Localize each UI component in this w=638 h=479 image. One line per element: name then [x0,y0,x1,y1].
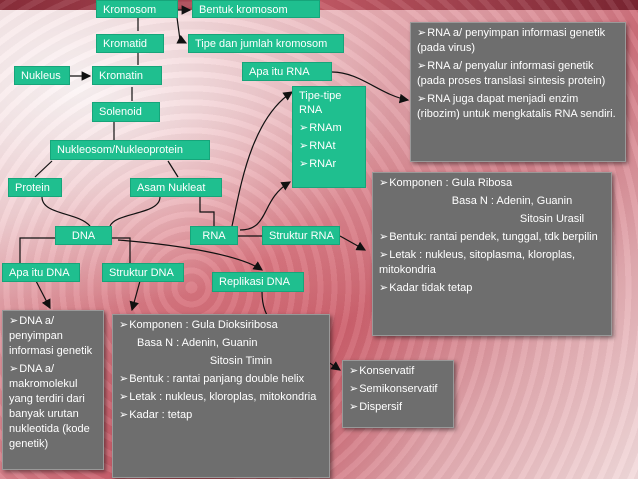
node-nukleosom[interactable]: Nukleosom/Nukleoprotein [50,140,210,160]
edge-nukleosom-protein [34,160,53,178]
edge-asam-dna [109,196,161,227]
replikasi-item: Konservatif [349,364,447,379]
edge-rna-apa [231,91,293,227]
tipe-rna-item: RNAr [299,157,359,171]
panel-replikasi-info: Konservatif Semikonservatif Dispersif [342,360,454,428]
edge-dna-replikasi [117,239,263,271]
tipe-rna-item: RNAt [299,139,359,153]
node-asam-nukleat[interactable]: Asam Nukleat [130,178,222,197]
node-struktur-rna[interactable]: Struktur RNA [262,226,340,245]
dna-info-item: DNA a/ makromolekul yang terdiri dari ba… [9,362,97,452]
struktur-rna-bentuk: Bentuk: rantai pendek, tunggal, tdk berp… [379,230,605,245]
edge-struktur-dna-info [129,280,141,312]
edge-rna-tipe [239,181,292,231]
struktur-rna-basa: Basa N : Adenin, Guanin [451,195,573,207]
edge-dna-apa [19,237,55,263]
edge-apa-dna-info [35,280,51,310]
node-nukleus[interactable]: Nukleus [14,66,70,85]
rna-info-item: RNA juga dapat menjadi enzim (ribozim) u… [417,92,619,122]
edge-struktur-rna-info [339,235,367,251]
node-protein[interactable]: Protein [8,178,62,197]
struktur-dna-bentuk: Bentuk : rantai panjang double helix [119,372,323,387]
edge-dna-struktur [112,237,131,263]
node-apa-itu-rna[interactable]: Apa itu RNA [242,62,332,81]
node-dna[interactable]: DNA [55,226,112,245]
node-kromosom[interactable]: Kromosom [96,0,178,18]
node-kromatin[interactable]: Kromatin [92,66,162,85]
tipe-rna-title: Tipe-tipe RNA [299,90,342,116]
struktur-dna-basa2: Sitosin Timin [209,355,273,367]
struktur-dna-kadar: Kadar : tetap [119,408,323,423]
panel-rna-info: RNA a/ penyimpan informasi genetik (pada… [410,22,626,162]
struktur-rna-kadar: Kadar tidak tetap [379,281,605,296]
node-tipe-tipe-rna[interactable]: Tipe-tipe RNA RNAm RNAt RNAr [292,86,366,188]
replikasi-item: Dispersif [349,400,447,415]
node-rna[interactable]: RNA [190,226,238,245]
node-bentuk-kromosom[interactable]: Bentuk kromosom [192,0,320,18]
struktur-rna-letak: Letak : nukleus, sitoplasma, kloroplas, … [379,248,605,278]
node-kromatid[interactable]: Kromatid [96,34,164,53]
tipe-rna-item: RNAm [299,121,359,135]
node-solenoid[interactable]: Solenoid [92,102,160,122]
struktur-dna-basa: Basa N : Adenin, Guanin [137,337,258,349]
node-tipe-jumlah-kromosom[interactable]: Tipe dan jumlah kromosom [188,34,344,53]
panel-struktur-rna-info: Komponen : Gula Ribosa Basa N : Adenin, … [372,172,612,336]
edge-nukleosom-asam [167,160,179,178]
rna-info-item: RNA a/ penyalur informasi genetik (pada … [417,59,619,89]
replikasi-item: Semikonservatif [349,382,447,397]
struktur-dna-letak: Letak : nukleus, kloroplas, mitokondria [119,390,323,405]
dna-info-item: DNA a/ penyimpan informasi genetik [9,314,97,359]
panel-struktur-dna-info: Komponen : Gula Dioksiribosa Basa N : Ad… [112,314,330,478]
rna-info-item: RNA a/ penyimpan informasi genetik (pada… [417,26,619,56]
edge-kromosom-tipe [175,9,188,44]
struktur-rna-basa2: Sitosin Urasil [519,213,585,225]
edge-apa-info [331,71,410,104]
panel-dna-info: DNA a/ penyimpan informasi genetik DNA a… [2,310,104,470]
node-struktur-dna[interactable]: Struktur DNA [102,263,184,282]
edge-asam-rna [199,197,215,226]
edge-protein-dna [41,196,91,227]
node-replikasi-dna[interactable]: Replikasi DNA [212,272,304,292]
node-apa-itu-dna[interactable]: Apa itu DNA [2,263,80,282]
struktur-dna-komponen: Komponen : Gula Dioksiribosa [119,318,323,333]
struktur-rna-komponen: Komponen : Gula Ribosa [379,176,605,191]
